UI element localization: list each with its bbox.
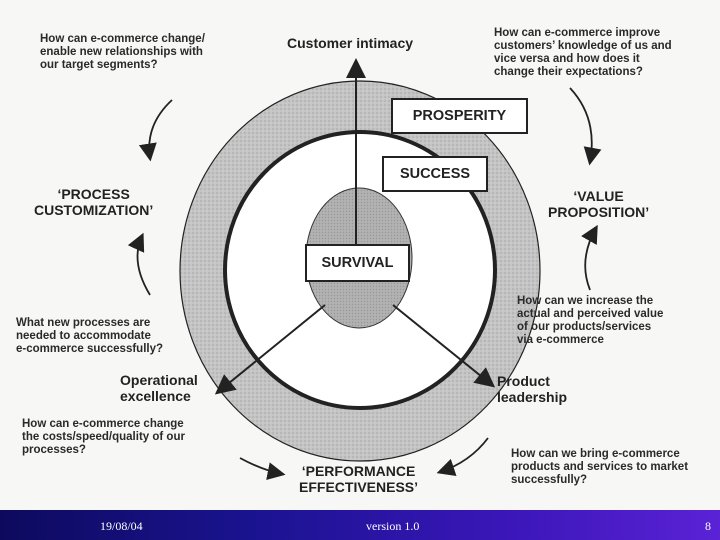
performance-effectiveness-label: ‘PERFORMANCE EFFECTIVENESS’ [299,463,419,495]
footer-version: version 1.0 [366,519,420,533]
product-leadership-label: Product leadership [497,373,568,405]
process-customization-label: ‘PROCESS CUSTOMIZATION’ [34,186,154,218]
question-top-right: How can e-commerce improve customers’ kn… [494,27,672,78]
product-leadership-arrow [392,304,496,388]
success-box: SUCCESS [382,156,488,192]
footer-bar [0,510,720,540]
survival-box: SURVIVAL [305,244,410,282]
question-bottom-right: How can we bring e-commerce products and… [511,448,689,486]
operational-excellence-arrow [214,304,326,395]
question-top-left: How can e-commerce change/ enable new re… [40,33,205,71]
customer-intimacy-label: Customer intimacy [287,35,414,51]
success-ring [223,130,497,410]
question-mid-right: How can we increase the actual and perce… [517,295,664,346]
footer-page-number: 8 [705,519,711,533]
question-mid-left: What new processes are needed to accommo… [16,317,164,355]
flow-arrow-mid-right [581,224,598,291]
flow-arrow-bottom-left [239,457,286,480]
slide-canvas: PROSPERITY SUCCESS SURVIVAL Customer int… [16,27,689,495]
flow-arrow-bottom-right [436,437,489,476]
footer-date: 19/08/04 [100,519,143,533]
flow-arrow-top-right [569,87,602,166]
value-proposition-label: ‘VALUE PROPOSITION’ [548,188,650,220]
operational-excellence-label: Operational excellence [120,372,198,404]
flow-arrow-mid-left [127,232,151,296]
prosperity-box: PROSPERITY [391,98,528,134]
question-bottom-left: How can e-commerce change the costs/spee… [22,418,185,456]
flow-arrow-top-left [138,99,173,162]
